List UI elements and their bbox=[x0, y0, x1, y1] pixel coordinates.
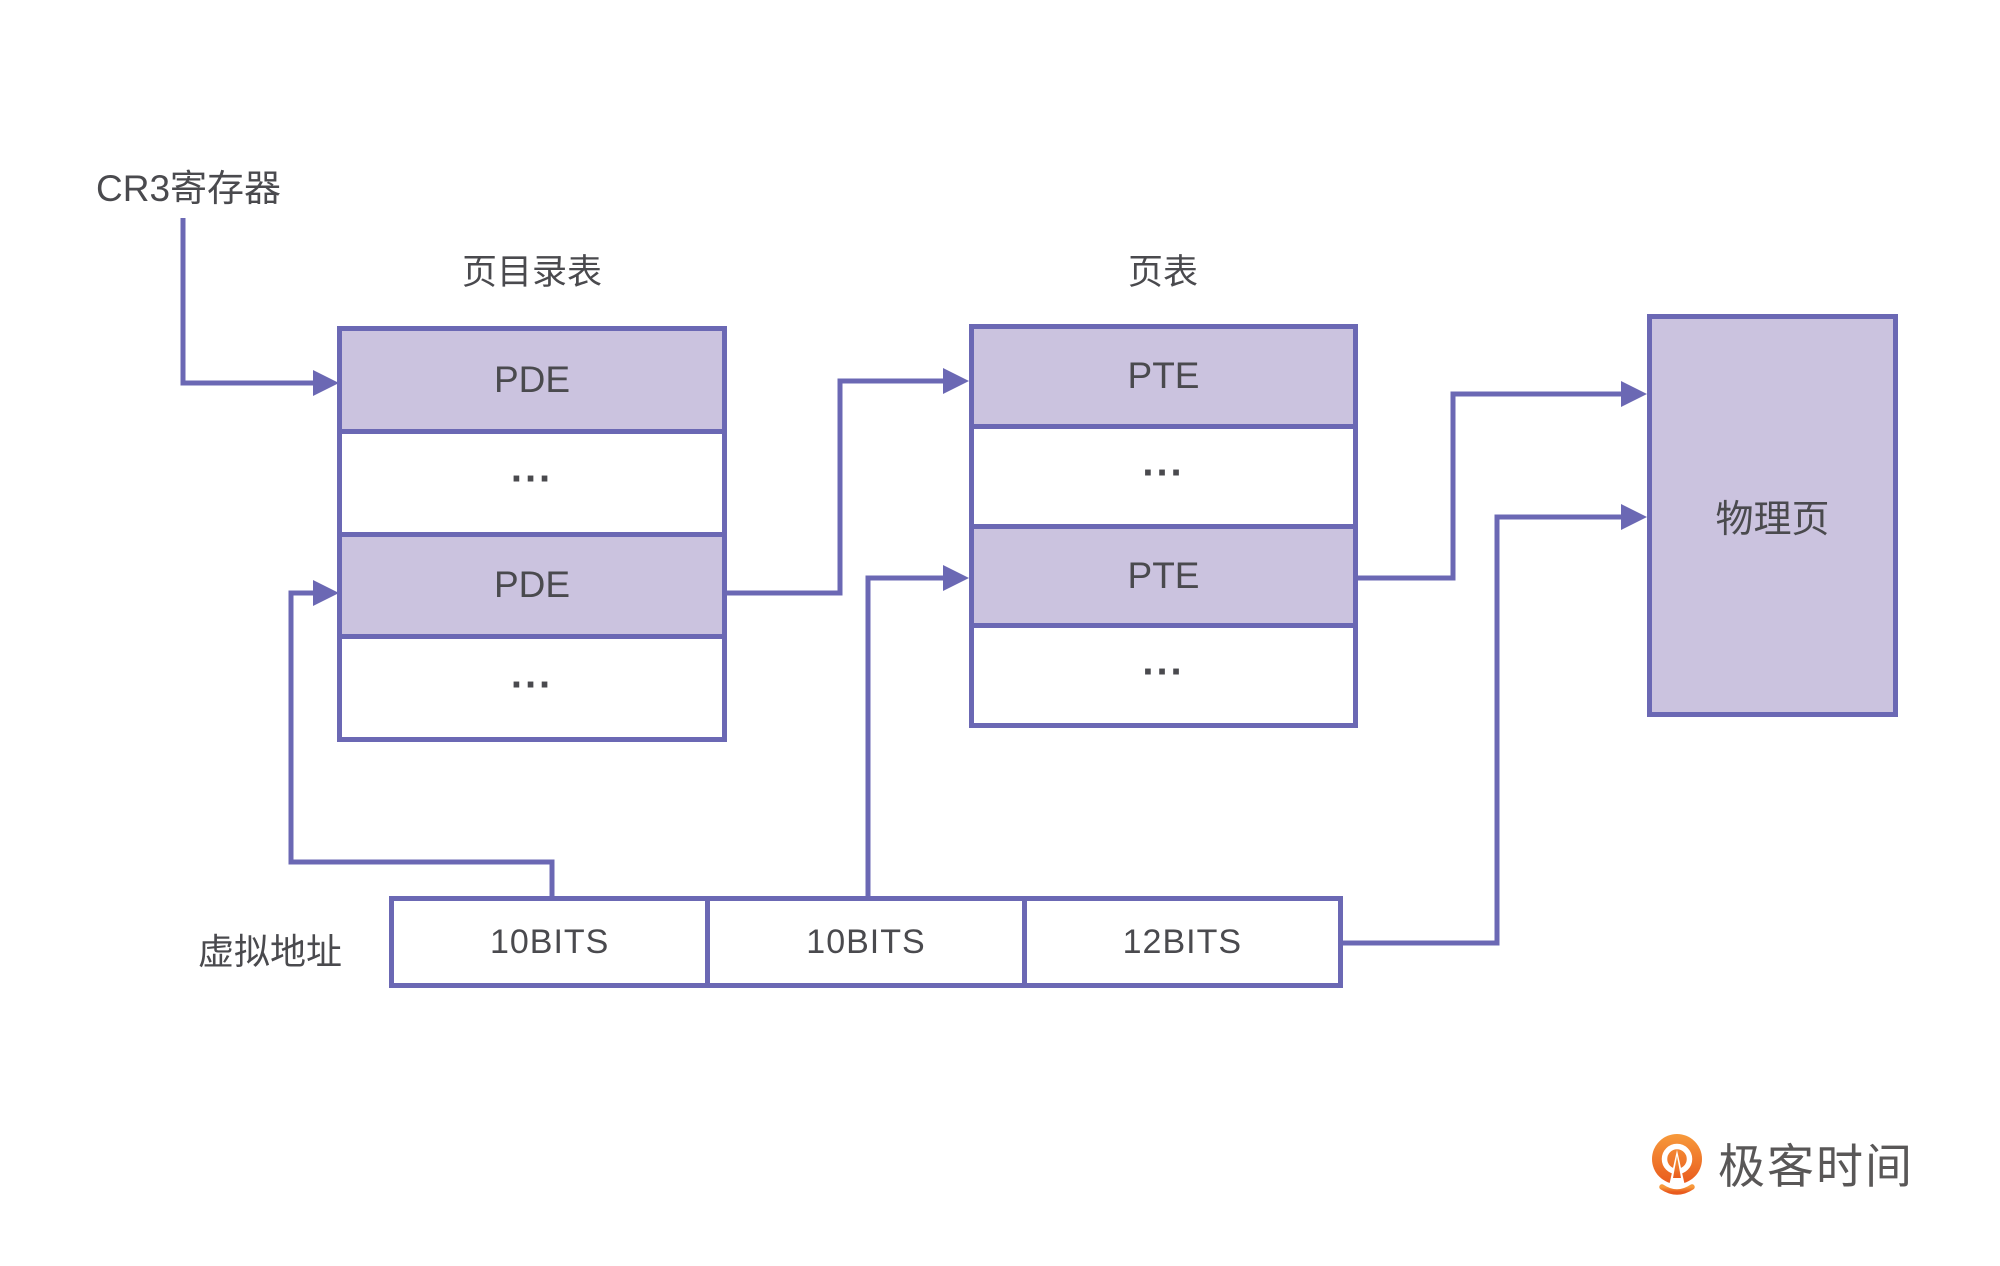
arrowhead-cr3-to-pde1 bbox=[313, 370, 339, 396]
page-directory-table: PDE ... PDE ... bbox=[337, 326, 727, 742]
physical-page-label: 物理页 bbox=[1715, 499, 1830, 541]
arrow-cr3-to-pde1 bbox=[180, 218, 313, 386]
physical-page-box: 物理页 bbox=[1647, 314, 1898, 717]
arrowhead-va1-to-pde2 bbox=[313, 580, 339, 606]
pte-ellipsis-row-2: ... bbox=[974, 623, 1353, 723]
arrow-pde2-to-pte1 bbox=[727, 378, 943, 596]
ellipsis-label: ... bbox=[510, 446, 554, 491]
pte-ellipsis-row-1: ... bbox=[974, 423, 1353, 524]
ellipsis-label: ... bbox=[1142, 440, 1185, 485]
geektime-logo: 极客时间 bbox=[1650, 1133, 1914, 1199]
virtual-address-label: 虚拟地址 bbox=[197, 931, 342, 972]
va-cell-10bits-1: 10BITS bbox=[489, 922, 610, 961]
geektime-logo-icon bbox=[1652, 1134, 1702, 1195]
arrow-va2-to-pte2 bbox=[865, 575, 943, 896]
pte-row-1-label: PTE bbox=[1127, 355, 1200, 397]
pde-row-1: PDE bbox=[342, 331, 722, 429]
va-cell-12bits: 12BITS bbox=[1021, 901, 1338, 983]
page-table: PTE ... PTE ... bbox=[969, 324, 1358, 728]
pde-row-2: PDE bbox=[342, 531, 722, 635]
pde-ellipsis-row-1: ... bbox=[342, 428, 722, 532]
ellipsis-label: ... bbox=[1142, 639, 1185, 684]
pte-row-2-label: PTE bbox=[1127, 554, 1200, 596]
pde-row-2-label: PDE bbox=[493, 564, 571, 606]
arrowhead-va2-to-pte2 bbox=[943, 565, 969, 591]
page-directory-title: 页目录表 bbox=[461, 253, 602, 292]
arrowhead-pde2-to-pte1 bbox=[943, 368, 969, 394]
arrowhead-va3-to-physical bbox=[1621, 504, 1647, 530]
cr3-register-label: CR3寄存器 bbox=[96, 168, 282, 209]
pte-row-2: PTE bbox=[974, 523, 1353, 624]
virtual-address-box: 10BITS 10BITS 12BITS bbox=[389, 896, 1343, 988]
pte-row-1: PTE bbox=[974, 329, 1353, 424]
pde-ellipsis-row-2: ... bbox=[342, 634, 722, 737]
pde-row-1-label: PDE bbox=[493, 358, 571, 400]
va-cell-10bits-2: 10BITS bbox=[705, 901, 1021, 983]
page-table-title: 页表 bbox=[1127, 253, 1198, 292]
arrowhead-pte2-to-physical bbox=[1621, 381, 1647, 407]
ellipsis-label: ... bbox=[510, 652, 554, 697]
arrow-va3-to-physical bbox=[1343, 514, 1621, 946]
geektime-logo-text: 极客时间 bbox=[1718, 1139, 1914, 1193]
arrow-pte2-to-physical bbox=[1358, 391, 1621, 581]
